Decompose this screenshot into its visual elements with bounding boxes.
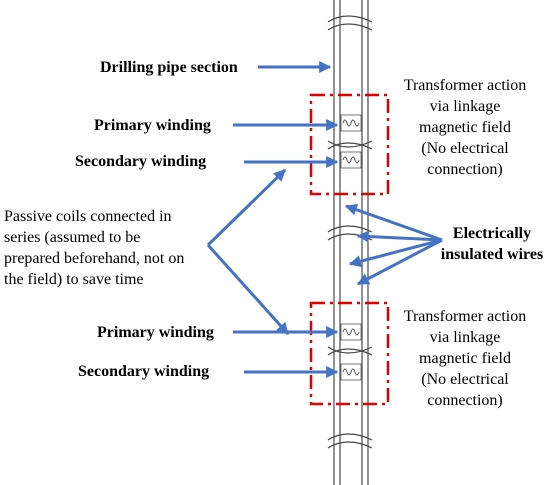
label-drilling-pipe: Drilling pipe section (100, 59, 238, 76)
secondary-coil-1 (340, 151, 362, 169)
svg-text:the field) to save time: the field) to save time (4, 271, 144, 288)
label-transformer-2: Transformer action via linkage magnetic … (404, 308, 527, 409)
svg-text:Electrically: Electrically (453, 225, 531, 242)
label-passive-coils: Passive coils connected in series (assum… (4, 208, 184, 288)
arrows (206, 61, 443, 378)
label-secondary-winding-2: Secondary winding (78, 363, 209, 380)
label-insulated-wires: Electrically insulated wires (441, 225, 543, 263)
svg-text:via linkage: via linkage (430, 98, 501, 115)
transformer-box-2 (309, 301, 390, 406)
arrow-wire-4 (356, 238, 443, 286)
svg-text:connection): connection) (427, 161, 503, 178)
transformer-box-1 (309, 93, 390, 196)
svg-text:Transformer action: Transformer action (404, 77, 527, 94)
label-secondary-winding-1: Secondary winding (75, 153, 206, 170)
secondary-coil-2 (340, 363, 362, 381)
svg-text:magnetic field: magnetic field (419, 119, 511, 136)
primary-coil-1 (340, 114, 362, 132)
svg-text:via linkage: via linkage (430, 329, 501, 346)
svg-text:connection): connection) (427, 392, 503, 409)
label-primary-winding-1: Primary winding (94, 117, 211, 134)
svg-text:(No electrical: (No electrical (421, 140, 509, 157)
drill-pipe (327, 0, 373, 485)
primary-coil-2 (340, 323, 362, 341)
svg-text:Transformer action: Transformer action (404, 308, 527, 325)
svg-text:(No electrical: (No electrical (421, 371, 509, 388)
arrow-wire-3 (348, 238, 443, 268)
svg-text:insulated wires: insulated wires (441, 246, 543, 263)
arrow-wire-1 (344, 203, 443, 242)
svg-text:series (assumed to be: series (assumed to be (4, 229, 140, 246)
svg-text:prepared beforehand, not on: prepared beforehand, not on (4, 250, 184, 267)
svg-text:magnetic field: magnetic field (419, 350, 511, 367)
label-primary-winding-2: Primary winding (97, 324, 214, 341)
arrow-passive-down (206, 243, 290, 336)
arrow-wire-2 (356, 230, 443, 243)
arrow-passive-up (206, 168, 287, 247)
label-transformer-1: Transformer action via linkage magnetic … (404, 77, 527, 178)
svg-text:Passive coils connected in: Passive coils connected in (4, 208, 172, 225)
